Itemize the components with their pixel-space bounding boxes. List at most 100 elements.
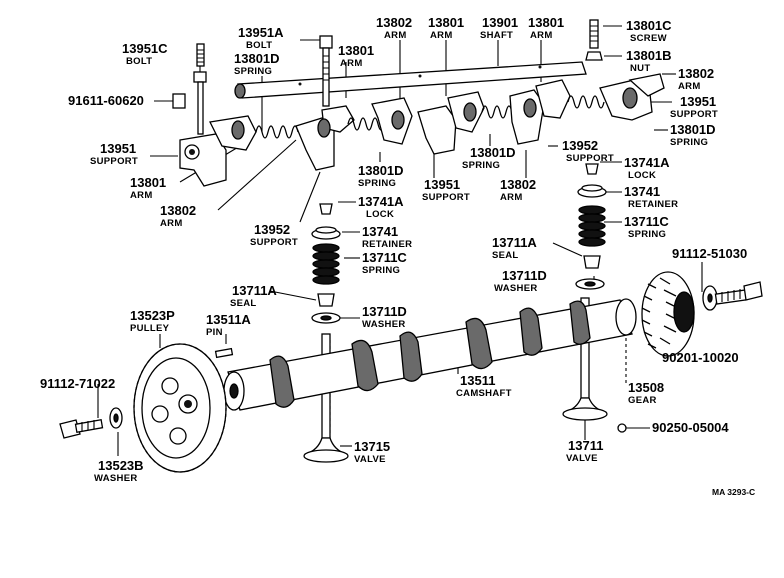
rocker-arm-assembly xyxy=(179,73,665,187)
svg-text:90250-05004: 90250-05004 xyxy=(652,420,729,435)
label-90201-10020: 90201-10020 xyxy=(662,350,739,365)
svg-text:ARM: ARM xyxy=(384,30,407,41)
svg-text:91112-51030: 91112-51030 xyxy=(672,246,747,261)
svg-text:13741A: 13741A xyxy=(624,155,670,170)
svg-text:13741: 13741 xyxy=(624,184,660,199)
svg-text:SPRING: SPRING xyxy=(670,137,708,148)
svg-text:SUPPORT: SUPPORT xyxy=(250,237,298,248)
svg-text:13952: 13952 xyxy=(562,138,598,153)
svg-text:WASHER: WASHER xyxy=(494,283,538,294)
svg-text:BOLT: BOLT xyxy=(126,56,152,67)
svg-text:13901: 13901 xyxy=(482,15,518,30)
svg-text:ARM: ARM xyxy=(678,81,701,92)
pulley xyxy=(133,343,227,473)
svg-text:13951C: 13951C xyxy=(122,41,168,56)
valve-spring-right xyxy=(578,205,606,247)
svg-text:RETAINER: RETAINER xyxy=(362,239,412,250)
rocker-spring-3 xyxy=(481,105,513,119)
svg-text:91112-71022: 91112-71022 xyxy=(40,376,115,391)
svg-text:13741: 13741 xyxy=(362,224,398,239)
rocker-spring-1 xyxy=(255,125,299,139)
svg-text:SPRING: SPRING xyxy=(362,265,400,276)
svg-text:13511A: 13511A xyxy=(206,312,251,327)
svg-text:ARM: ARM xyxy=(130,190,153,201)
svg-text:ARM: ARM xyxy=(530,30,553,41)
svg-text:13801C: 13801C xyxy=(626,18,672,33)
diagram-code: MA 3293-C xyxy=(712,487,755,497)
svg-text:13523B: 13523B xyxy=(98,458,144,473)
distributor-gear xyxy=(617,271,763,433)
svg-text:SPRING: SPRING xyxy=(462,160,500,171)
svg-text:SHAFT: SHAFT xyxy=(480,30,513,41)
label-91112-71022: 91112-71022 xyxy=(40,376,115,391)
svg-text:ARM: ARM xyxy=(500,192,523,203)
svg-text:WASHER: WASHER xyxy=(94,473,138,484)
svg-text:SUPPORT: SUPPORT xyxy=(670,109,718,120)
svg-text:13802: 13802 xyxy=(376,15,412,30)
bolts xyxy=(172,19,603,135)
svg-text:LOCK: LOCK xyxy=(366,209,394,220)
svg-text:13711D: 13711D xyxy=(502,268,547,283)
svg-text:13711C: 13711C xyxy=(362,250,407,265)
svg-text:13951: 13951 xyxy=(100,141,136,156)
svg-text:LOCK: LOCK xyxy=(628,170,656,181)
svg-text:13801B: 13801B xyxy=(626,48,672,63)
svg-text:13952: 13952 xyxy=(254,222,290,237)
svg-text:13801: 13801 xyxy=(528,15,564,30)
right-valve-stack xyxy=(562,163,608,421)
svg-text:ARM: ARM xyxy=(430,30,453,41)
svg-text:13802: 13802 xyxy=(678,66,714,81)
svg-text:VALVE: VALVE xyxy=(354,454,386,465)
svg-text:WASHER: WASHER xyxy=(362,319,406,330)
svg-text:13801D: 13801D xyxy=(670,122,716,137)
svg-text:13711C: 13711C xyxy=(624,214,669,229)
svg-text:13711A: 13711A xyxy=(492,235,537,250)
svg-text:13511: 13511 xyxy=(460,373,495,388)
label-90250-05004: 90250-05004 xyxy=(652,420,729,435)
valve-spring-left xyxy=(312,243,340,285)
svg-text:13508: 13508 xyxy=(628,380,664,395)
svg-text:90201-10020: 90201-10020 xyxy=(662,350,739,365)
svg-text:SEAL: SEAL xyxy=(230,298,257,309)
svg-text:91611-60620: 91611-60620 xyxy=(68,93,144,108)
svg-text:SPRING: SPRING xyxy=(358,178,396,189)
svg-text:ARM: ARM xyxy=(160,218,183,229)
svg-text:13741A: 13741A xyxy=(358,194,404,209)
svg-text:ARM: ARM xyxy=(340,58,363,69)
svg-text:13523P: 13523P xyxy=(130,308,175,323)
svg-text:13802: 13802 xyxy=(500,177,536,192)
pulley-fasteners xyxy=(59,347,234,439)
svg-text:13801: 13801 xyxy=(428,15,464,30)
svg-text:13801: 13801 xyxy=(338,43,374,58)
svg-text:NUT: NUT xyxy=(630,63,650,74)
